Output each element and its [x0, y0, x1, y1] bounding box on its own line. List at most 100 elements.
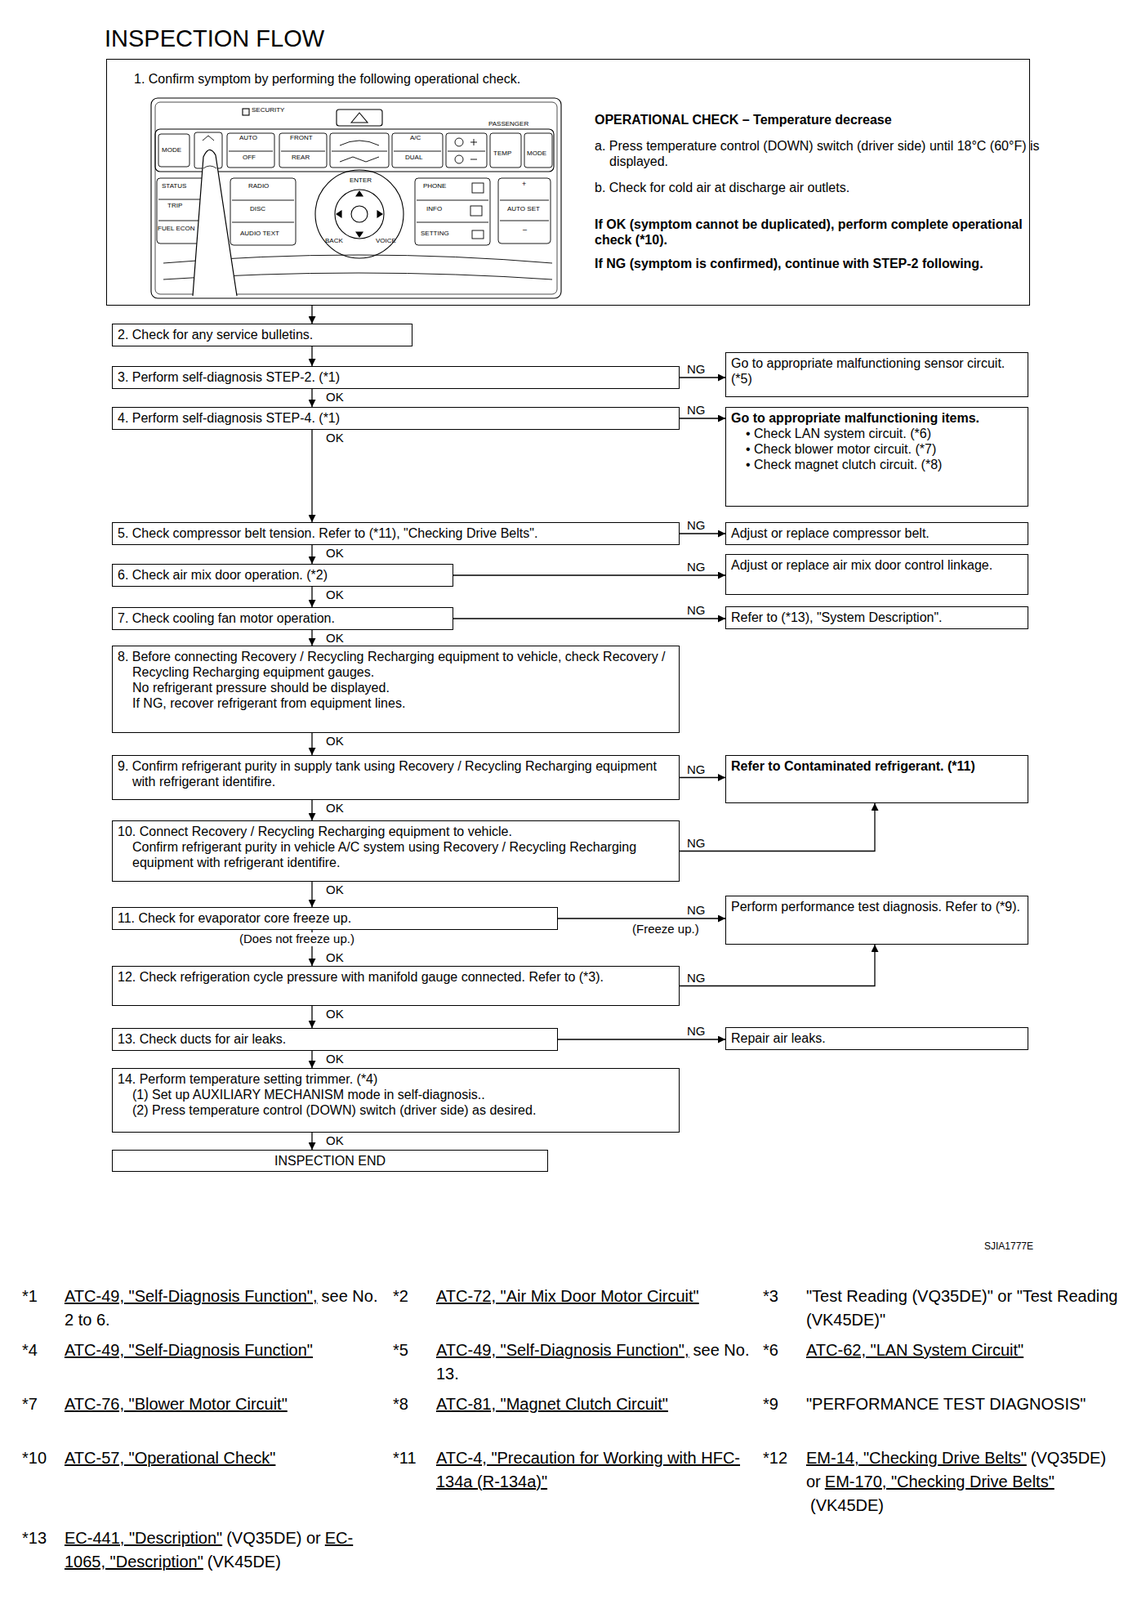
footnote-marker: *2	[392, 1284, 409, 1308]
box-text: Refer to (*13), "System Description".	[731, 609, 1023, 625]
box-text: Perform performance test diagnosis. Refe…	[731, 898, 1023, 915]
box-text: Adjust or replace compressor belt.	[731, 525, 1023, 541]
flow-arrow	[679, 776, 726, 778]
box-text: 3. Perform self-diagnosis STEP-2. (*1)	[117, 369, 674, 385]
flow-arrow	[311, 799, 313, 821]
process-box: 13. Check ducts for air leaks.	[111, 1027, 558, 1051]
result-box: Adjust or replace air mix door control l…	[725, 553, 1029, 595]
panel-label: DISC	[249, 205, 266, 214]
reference-note: (VK45DE)	[207, 1551, 281, 1570]
result-box: Go to appropriate malfunctioning sensor …	[725, 352, 1029, 397]
result-box: Refer to (*13), "System Description".	[725, 606, 1029, 629]
branch-label: NG	[686, 902, 707, 917]
footnote-marker: *4	[22, 1337, 38, 1362]
footnote-text: ATC-81, "Magnet Clutch Circuit"	[436, 1391, 755, 1416]
process-box: 10. Connect Recovery / Recycling Recharg…	[111, 820, 680, 882]
box-subtext: • Check magnet clutch circuit. (*8)	[731, 456, 1023, 473]
flow-arrow	[453, 617, 726, 619]
end-box: INSPECTION END	[111, 1149, 549, 1172]
pointing-finger	[192, 149, 237, 296]
process-box: 14. Perform temperature setting trimmer.…	[111, 1067, 680, 1133]
result-box: Perform performance test diagnosis. Refe…	[725, 895, 1029, 945]
box-text: Go to appropriate malfunctioning items.	[731, 410, 1023, 426]
box-text: 1. Confirm symptom by performing the fol…	[133, 71, 870, 87]
panel-label: –	[522, 226, 527, 235]
box-text: 13. Check ducts for air leaks.	[117, 1030, 553, 1047]
branch-label: NG	[686, 970, 707, 985]
branch-label: NG	[686, 517, 707, 532]
footnote-marker: *7	[22, 1391, 38, 1416]
footnote-marker: *9	[762, 1391, 779, 1416]
process-box: 4. Perform self-diagnosis STEP-4. (*1)	[111, 406, 680, 430]
reference-link: ATC-57, "Operational Check"	[64, 1448, 276, 1467]
box-text: 7. Check cooling fan motor operation.	[117, 610, 448, 626]
reference-note: "PERFORMANCE TEST DIAGNOSIS"	[806, 1394, 1086, 1413]
footnote-text: ATC-4, "Precaution for Working with HFC-…	[436, 1445, 755, 1494]
flow-arrow	[311, 346, 313, 366]
branch-label: NG	[686, 361, 707, 376]
reference-link: EC-441, "Description"	[64, 1528, 223, 1547]
process-box: 5. Check compressor belt tension. Refer …	[111, 521, 680, 545]
box-subtext: (1) Set up AUXILIARY MECHANISM mode in s…	[117, 1086, 674, 1102]
branch-label: OK	[325, 1132, 345, 1147]
panel-label: BACK	[325, 237, 344, 246]
flow-arrow	[311, 629, 313, 646]
start-box: 1. Confirm symptom by performing the fol…	[106, 58, 1030, 306]
box-text: 5. Check compressor belt tension. Refer …	[117, 525, 674, 541]
branch-label: OK	[325, 949, 345, 964]
panel-label: SETTING	[420, 230, 450, 238]
reference-link: ATC-72, "Air Mix Door Motor Circuit"	[436, 1286, 700, 1305]
box-text: Go to appropriate malfunctioning sensor …	[731, 355, 1023, 387]
reference-link: ATC-76, "Blower Motor Circuit"	[64, 1394, 288, 1413]
reference-note: "Test Reading (VQ35DE)" or "Test Reading…	[806, 1286, 1118, 1329]
footnote-text: ATC-49, "Self-Diagnosis Function"	[64, 1337, 384, 1362]
footnote-marker: *8	[392, 1391, 409, 1416]
hazard-symbol	[351, 112, 368, 123]
panel-label: AUDIO TEXT	[240, 230, 280, 238]
box-subtext: a. Press temperature control (DOWN) swit…	[594, 138, 1040, 170]
branch-label: NG	[686, 762, 707, 776]
box-text: 6. Check air mix door operation. (*2)	[117, 566, 448, 583]
footnote-marker: *13	[22, 1525, 47, 1550]
flow-arrow	[679, 944, 875, 986]
panel-label: OFF	[242, 154, 256, 162]
panel-label: FUEL ECON	[157, 225, 196, 233]
footnote-text: ATC-57, "Operational Check"	[64, 1445, 384, 1470]
panel-label: SECURITY	[251, 107, 285, 115]
branch-note: (Freeze up.)	[632, 922, 700, 937]
box-subtext: Confirm refrigerant purity in vehicle A/…	[117, 838, 674, 870]
reference-link: ATC-4, "Precaution for Working with HFC-…	[436, 1448, 741, 1490]
process-box: 3. Perform self-diagnosis STEP-2. (*1)	[111, 365, 680, 389]
footnote-marker: *12	[762, 1445, 788, 1470]
footnote-marker: *6	[762, 1337, 779, 1362]
flow-arrow	[311, 586, 313, 607]
panel-label: TEMP	[493, 150, 512, 158]
control-dial	[315, 169, 404, 259]
box-subtext: No refrigerant pressure should be displa…	[117, 679, 674, 696]
reference-note: (VQ35DE) or	[226, 1528, 322, 1547]
box-subtext: b. Check for cold air at discharge air o…	[594, 179, 1040, 196]
panel-label: A/C	[410, 134, 421, 143]
footnote-marker: *3	[762, 1284, 779, 1308]
reference-link: ATC-49, "Self-Diagnosis Function"	[64, 1340, 313, 1359]
panel-label: FRONT	[289, 134, 313, 143]
footnote-text: ATC-76, "Blower Motor Circuit"	[64, 1391, 384, 1416]
box-text: 14. Perform temperature setting trimmer.…	[117, 1070, 674, 1087]
flow-arrow	[311, 732, 313, 755]
flow-arrow	[311, 305, 313, 324]
reference-link: ATC-49, "Self-Diagnosis Function",	[436, 1340, 690, 1359]
panel-label: TRIP	[167, 202, 183, 210]
branch-label: NG	[686, 602, 707, 617]
branch-label: NG	[686, 1023, 707, 1038]
footnote-text: ATC-72, "Air Mix Door Motor Circuit"	[436, 1284, 755, 1308]
panel-label: AUTO SET	[507, 205, 540, 214]
branch-label: OK	[325, 389, 345, 404]
title: INSPECTION FLOW	[104, 24, 325, 53]
footnote-marker: *1	[22, 1284, 38, 1308]
panel-label: ENTER	[349, 177, 372, 185]
box-subtext: If NG (symptom is confirmed), continue w…	[594, 255, 1026, 272]
panel-label: VOICE	[375, 237, 397, 246]
flow-arrow	[557, 1038, 726, 1039]
